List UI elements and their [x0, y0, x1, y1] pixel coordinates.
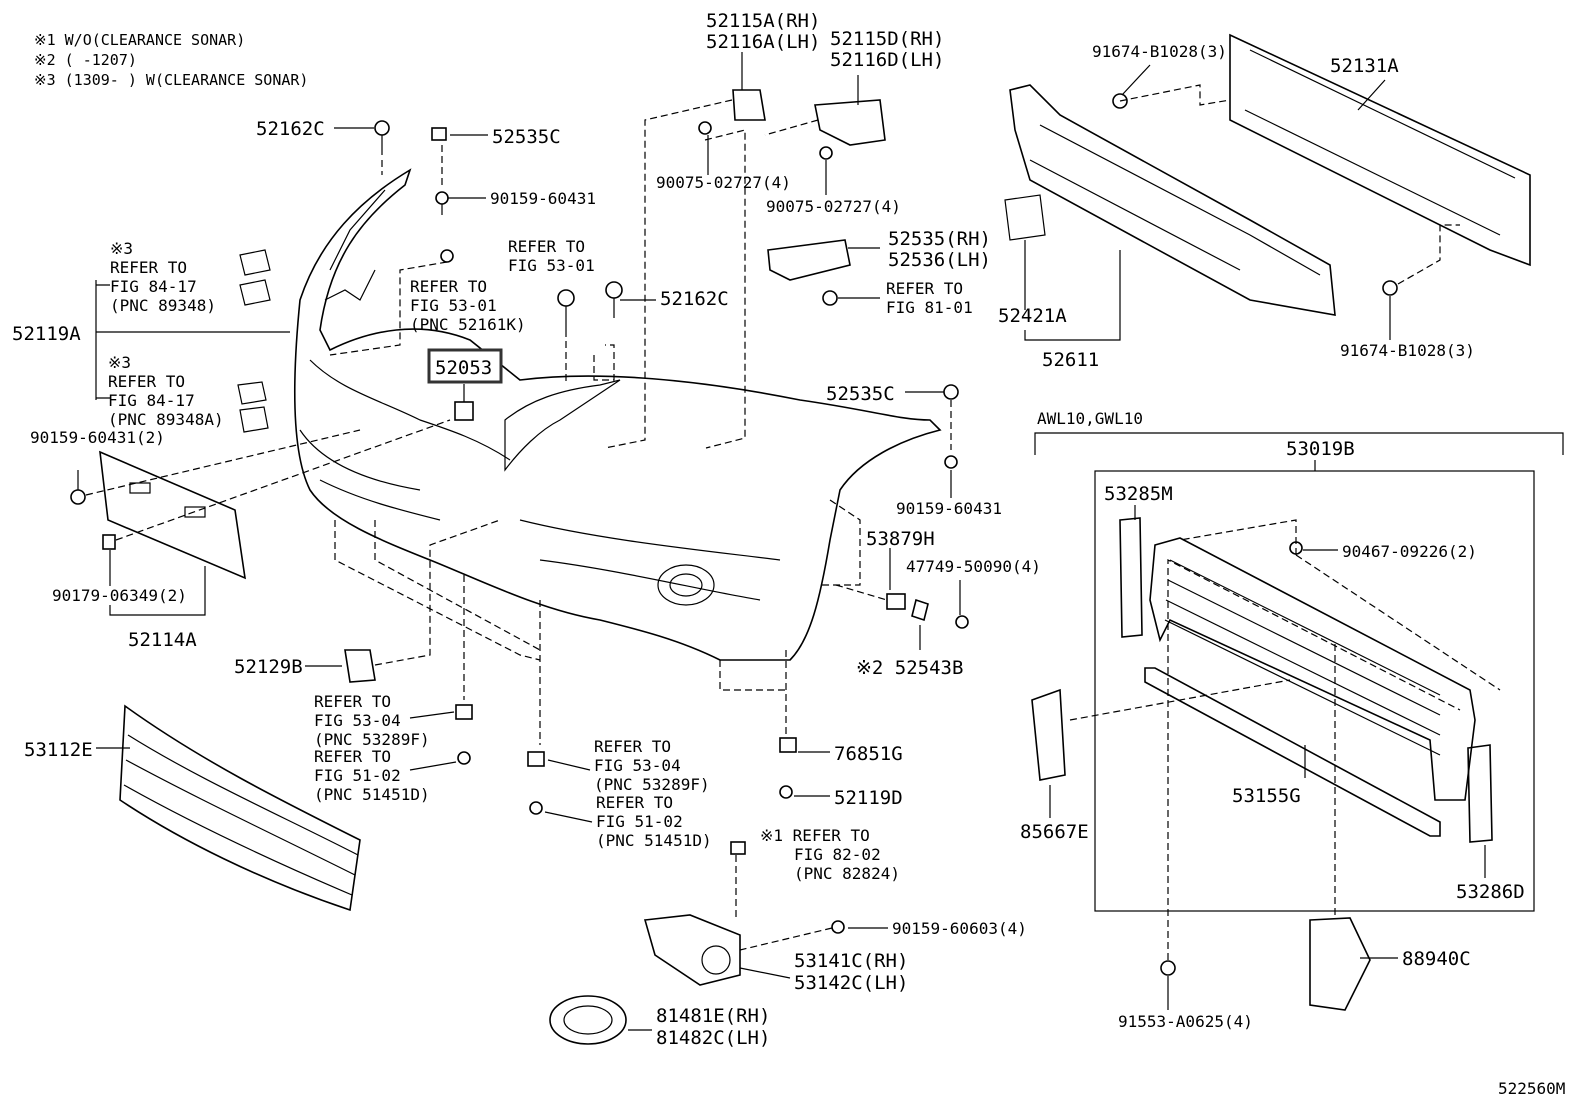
label-88940c: 88940C [1402, 948, 1471, 970]
ref-5102-a: REFER TO FIG 51-02 (PNC 51451D) [314, 747, 430, 804]
bumper-cover-drawing [293, 168, 942, 661]
label-53141c: 53141C(RH) [794, 950, 908, 972]
label-85667e: 85667E [1020, 821, 1089, 843]
label-52129b: 52129B [234, 656, 303, 678]
label-53286d: 53286D [1456, 881, 1525, 903]
label-90467: 90467-09226(2) [1342, 542, 1477, 561]
label-52611: 52611 [1042, 349, 1099, 371]
label-81482c: 81482C(LH) [656, 1027, 770, 1049]
ref-5304-a: REFER TO FIG 53-04 (PNC 53289F) [314, 692, 430, 749]
label-53142c: 53142C(LH) [794, 972, 908, 994]
ref-5301-b: REFER TO FIG 53-01 (PNC 52161K) [410, 277, 526, 334]
fasteners-drawing [70, 93, 1398, 976]
label-model-codes: AWL10,GWL10 [1037, 409, 1143, 428]
label-52115a: 52115A(RH) [706, 10, 820, 32]
label-90159-60431-top: 90159-60431 [490, 189, 596, 208]
label-52535c-top: 52535C [492, 126, 561, 148]
label-52131a: 52131A [1330, 55, 1399, 77]
label-53019b: 53019B [1286, 438, 1355, 460]
note-1: ※1 W/O(CLEARANCE SONAR) [34, 31, 246, 49]
label-90075-b: 90075-02727(4) [766, 197, 901, 216]
label-90159-60431-mid: 90159-60431 [896, 499, 1002, 518]
label-53285m: 53285M [1104, 483, 1173, 505]
license-bracket-drawing [99, 450, 246, 580]
label-figure-id: 522560M [1498, 1079, 1565, 1098]
label-52162c-mid: 52162C [660, 288, 729, 310]
ref-5102-b: REFER TO FIG 51-02 (PNC 51451D) [596, 793, 712, 850]
label-52114a: 52114A [128, 629, 197, 651]
label-90159-60431-2: 90159-60431(2) [30, 428, 165, 447]
reference-labels: ※3 REFER TO FIG 84-17 (PNC 89348) ※3 REF… [108, 237, 973, 883]
ref-8417-a: ※3 REFER TO FIG 84-17 (PNC 89348) [110, 239, 216, 315]
label-91674-top: 91674-B1028(3) [1092, 42, 1227, 61]
ref-5301-a: REFER TO FIG 53-01 [508, 237, 595, 275]
lower-grille-drawing [119, 704, 361, 912]
label-52421a: 52421A [998, 305, 1067, 327]
reinforcement-drawing [1229, 33, 1531, 267]
label-52535c-mid: 52535C [826, 383, 895, 405]
label-53112e: 53112E [24, 739, 93, 761]
label-91674-bot: 91674-B1028(3) [1340, 341, 1475, 360]
note-2: ※2 ( -1207) [34, 51, 137, 69]
label-52535: 52535(RH) [888, 228, 991, 250]
part-labels: 52162C 52535C 90159-60431 52115A(RH) 521… [12, 10, 1565, 1098]
label-52115d: 52115D(RH) [830, 28, 944, 50]
label-90159-60603: 90159-60603(4) [892, 919, 1027, 938]
label-90075-a: 90075-02727(4) [656, 173, 791, 192]
label-47749: 47749-50090(4) [906, 557, 1041, 576]
label-53879h: 53879H [866, 528, 935, 550]
label-81481e: 81481E(RH) [656, 1005, 770, 1027]
label-52116a: 52116A(LH) [706, 31, 820, 53]
label-91553: 91553-A0625(4) [1118, 1012, 1253, 1031]
label-76851g: 76851G [834, 743, 903, 765]
notes-block: ※1 W/O(CLEARANCE SONAR) ※2 ( -1207) ※3 (… [34, 30, 308, 90]
label-53155g: 53155G [1232, 785, 1301, 807]
highlight-52053: 52053 [427, 348, 503, 384]
ref-8202: ※1 REFER TO FIG 82-02 (PNC 82824) [760, 826, 900, 883]
label-52536: 52536(LH) [888, 249, 991, 271]
side-bracket-drawing [237, 249, 271, 433]
ref-8417-b: ※3 REFER TO FIG 84-17 (PNC 89348A) [108, 353, 224, 429]
label-52119a: 52119A [12, 323, 81, 345]
ref-5304-b: REFER TO FIG 53-04 (PNC 53289F) [594, 737, 710, 794]
label-52162c-top: 52162C [256, 118, 325, 140]
upper-brackets-drawing [732, 89, 886, 281]
label-90179: 90179-06349(2) [52, 586, 187, 605]
label-52119d: 52119D [834, 787, 903, 809]
assembly-lines [85, 84, 1501, 960]
label-52543b: ※2 52543B [856, 657, 963, 679]
leader-lines [77, 52, 1486, 1031]
note-3: ※3 (1309- ) W(CLEARANCE SONAR) [34, 71, 309, 89]
shutter-assembly-box [1031, 432, 1564, 1011]
absorber-drawing [1004, 84, 1336, 316]
label-52116d: 52116D(LH) [830, 49, 944, 71]
label-52053: 52053 [435, 357, 492, 379]
ref-8101: REFER TO FIG 81-01 [886, 279, 973, 317]
fog-bezel-drawing [344, 649, 741, 1045]
